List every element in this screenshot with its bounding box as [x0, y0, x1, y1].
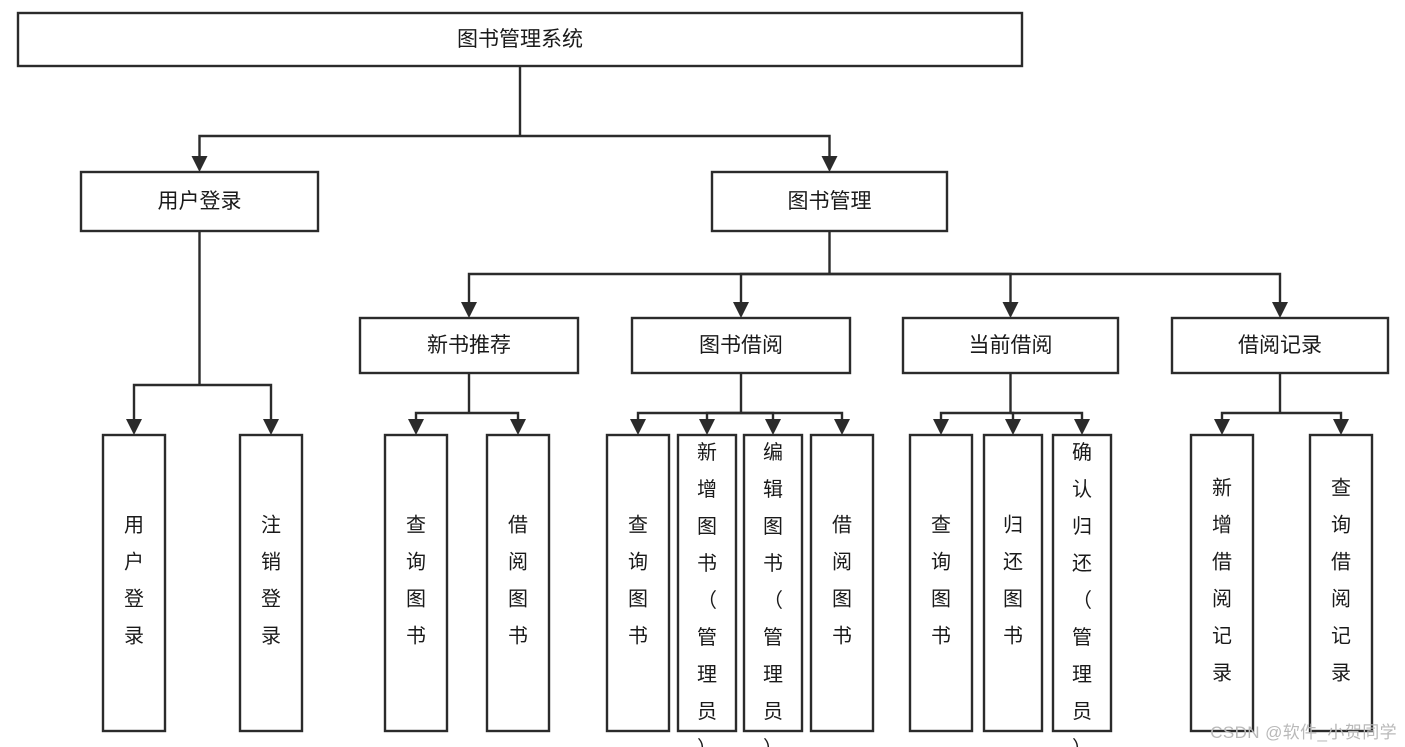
- connector-leaf-branch: [1280, 411, 1343, 419]
- connector-leaf-branch: [414, 411, 469, 419]
- connector-leaf-branch: [741, 411, 844, 419]
- connector-leaf-branch: [469, 411, 520, 419]
- node-book-borrow[interactable]: 图书借阅: [630, 316, 852, 375]
- leaf-label: 用户登录: [124, 515, 144, 648]
- arrow-head-icon: [630, 419, 646, 435]
- leaf-box-leaf-query-book-1[interactable]: 查询图书: [383, 433, 449, 733]
- leaf-box-leaf-edit-book[interactable]: 编辑图书（管理员）: [742, 433, 804, 747]
- node-label: 图书借阅: [699, 334, 783, 357]
- arrow-head-icon: [191, 156, 208, 172]
- arrow-head-icon: [1074, 419, 1090, 435]
- leaf-label: 查询借阅记录: [1331, 477, 1351, 685]
- node-user-login[interactable]: 用户登录: [79, 170, 320, 233]
- node-root-root[interactable]: 图书管理系统: [16, 11, 1024, 68]
- leaf-label: 新增图书（管理员）: [697, 441, 717, 747]
- leaf-box-leaf-query-record[interactable]: 查询借阅记录: [1308, 433, 1374, 733]
- arrow-head-icon: [126, 419, 142, 435]
- node-book-manage[interactable]: 图书管理: [710, 170, 949, 233]
- arrow-head-icon: [765, 419, 781, 435]
- arrow-head-icon: [1005, 419, 1021, 435]
- arrow-head-icon: [263, 419, 279, 435]
- connector-bookmanage-branch: [739, 272, 830, 302]
- node-label: 借阅记录: [1238, 334, 1322, 357]
- connector-bookmanage-branch: [829, 272, 1282, 302]
- arrow-head-icon: [1333, 419, 1349, 435]
- arrow-head-icon: [733, 302, 749, 318]
- leaf-label: 查询图书: [931, 514, 951, 648]
- leaf-box-leaf-logout[interactable]: 注销登录: [238, 433, 304, 733]
- arrow-head-icon: [821, 156, 838, 172]
- connector-bookmanage-branch: [829, 272, 1012, 302]
- arrow-head-icon: [1214, 419, 1230, 435]
- leaf-label: 借阅图书: [508, 514, 528, 648]
- connector-layer: [126, 66, 1349, 435]
- arrow-head-icon: [461, 302, 477, 318]
- arrow-head-icon: [1272, 302, 1288, 318]
- leaf-label: 注销登录: [261, 514, 281, 648]
- connector-leaf-branch: [705, 411, 741, 419]
- connector-leaf-branch: [939, 411, 1011, 419]
- connector-leaf-branch: [1010, 411, 1084, 419]
- leaf-box-leaf-confirm-return[interactable]: 确认归还（管理员）: [1051, 433, 1113, 747]
- leaf-label: 借阅图书: [832, 514, 852, 648]
- leaf-box-leaf-return-book[interactable]: 归还图书: [982, 433, 1044, 733]
- node-layer: 图书管理系统用户登录图书管理新书推荐图书借阅当前借阅借阅记录用户登录注销登录查询…: [16, 11, 1390, 747]
- leaf-label: 查询图书: [628, 514, 648, 648]
- leaf-label: 确认归还（管理员）: [1072, 441, 1092, 747]
- arrow-head-icon: [1002, 302, 1019, 318]
- leaf-box-leaf-user-login[interactable]: 用户登录: [101, 433, 167, 733]
- connector-leaf-branch: [132, 383, 200, 419]
- leaf-box-leaf-query-book-2[interactable]: 查询图书: [605, 433, 671, 733]
- leaf-box-leaf-add-book[interactable]: 新增图书（管理员）: [676, 433, 738, 747]
- arrow-head-icon: [699, 419, 715, 435]
- leaf-label: 新增借阅记录: [1212, 477, 1232, 685]
- node-borrow-record[interactable]: 借阅记录: [1170, 316, 1390, 375]
- leaf-box-leaf-add-record[interactable]: 新增借阅记录: [1189, 433, 1255, 733]
- connector-leaf-branch: [1220, 411, 1280, 419]
- leaf-label: 归还图书: [1003, 514, 1023, 648]
- leaf-label: 编辑图书（管理员）: [763, 441, 783, 747]
- leaf-box-leaf-query-book-3[interactable]: 查询图书: [908, 433, 974, 733]
- node-label: 图书管理系统: [457, 28, 583, 51]
- arrow-head-icon: [834, 419, 850, 435]
- connector-leaf-branch: [199, 383, 273, 419]
- node-label: 新书推荐: [427, 334, 511, 357]
- leaf-box-leaf-borrow-book-2[interactable]: 借阅图书: [809, 433, 875, 733]
- arrow-head-icon: [510, 419, 526, 435]
- arrow-head-icon: [933, 419, 949, 435]
- node-label: 图书管理: [788, 190, 872, 213]
- node-label: 当前借阅: [969, 334, 1053, 357]
- connector-root-branch: [520, 134, 831, 156]
- arrow-head-icon: [408, 419, 424, 435]
- node-current-borrow[interactable]: 当前借阅: [901, 316, 1120, 375]
- leaf-box-leaf-borrow-book-1[interactable]: 借阅图书: [485, 433, 551, 733]
- connector-bookmanage-branch: [467, 272, 830, 302]
- connector-root-branch: [198, 134, 520, 156]
- node-new-book-rec[interactable]: 新书推荐: [358, 316, 580, 375]
- node-label: 用户登录: [158, 190, 242, 213]
- leaf-label: 查询图书: [406, 514, 426, 648]
